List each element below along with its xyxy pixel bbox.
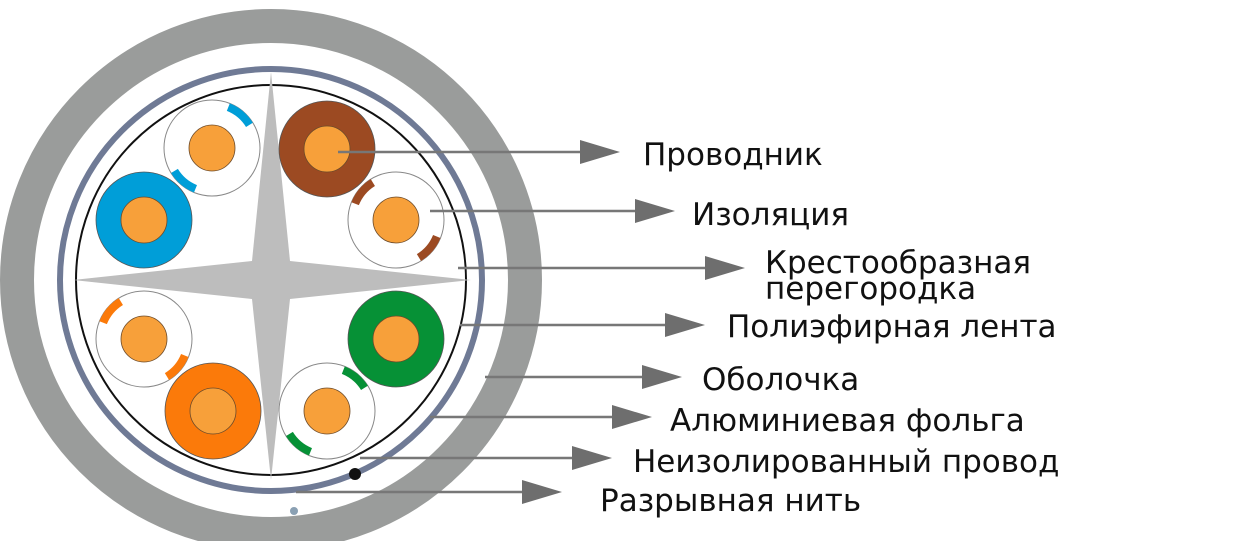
arrow-rip-cord xyxy=(296,480,562,504)
copper-conductor xyxy=(188,124,236,172)
rip-cord xyxy=(290,507,298,515)
drain-wire xyxy=(349,468,361,480)
arrowhead-icon xyxy=(642,365,682,389)
arrow-conductor xyxy=(338,140,620,164)
wire-blue-white-stripe xyxy=(163,99,261,197)
label-separator-line2: перегородка xyxy=(765,271,976,307)
copper-conductor xyxy=(303,387,351,435)
label-insulation: Изоляция xyxy=(692,197,849,233)
arrow-insulation xyxy=(430,199,675,223)
arrowhead-icon xyxy=(612,405,652,429)
arrowhead-icon xyxy=(665,313,705,337)
cable xyxy=(0,9,542,541)
label-conductor: Проводник xyxy=(643,137,823,173)
label-separator-line1: Крестообразная xyxy=(765,245,1031,281)
arrowhead-icon xyxy=(580,140,620,164)
copper-conductor xyxy=(189,387,237,435)
labels: Проводник Изоляция Крестообразная перего… xyxy=(600,137,1059,519)
copper-conductor xyxy=(303,125,351,173)
insulation-stripe xyxy=(96,290,192,387)
wire-orange xyxy=(164,362,262,460)
arrow-aluminum-foil xyxy=(430,405,652,429)
jacket-ring xyxy=(0,9,542,541)
insulation-stripe xyxy=(279,363,375,459)
wire-green xyxy=(347,290,445,388)
leader-arrows xyxy=(296,140,745,504)
label-aluminum-foil: Алюминиевая фольга xyxy=(670,403,1025,439)
arrow-polyester-tape xyxy=(460,313,705,337)
copper-conductor xyxy=(372,315,420,363)
aluminum-foil-ring xyxy=(57,66,485,494)
arrowhead-icon xyxy=(635,199,675,223)
arrowhead-icon xyxy=(705,256,745,280)
copper-conductor xyxy=(120,315,168,363)
wire-brown xyxy=(278,100,376,198)
arrowhead-icon xyxy=(522,480,562,504)
label-jacket: Оболочка xyxy=(702,362,859,398)
wire-brown-white-stripe xyxy=(347,171,445,269)
label-polyester-tape: Полиэфирная лента xyxy=(727,309,1057,345)
arrow-drain-wire xyxy=(360,446,612,470)
cross-separator xyxy=(73,72,471,480)
arrowhead-icon xyxy=(572,446,612,470)
copper-conductor xyxy=(372,196,420,244)
wire-orange-white-stripe xyxy=(95,290,193,388)
label-rip-cord: Разрывная нить xyxy=(600,483,861,519)
arrow-jacket xyxy=(485,365,682,389)
insulation-stripe xyxy=(164,100,260,196)
insulation-stripe xyxy=(347,171,444,268)
arrow-separator xyxy=(458,256,745,280)
copper-conductor xyxy=(120,196,168,244)
wire-green-white-stripe xyxy=(278,362,376,460)
label-drain-wire: Неизолированный провод xyxy=(633,444,1059,480)
wire-blue xyxy=(95,171,193,269)
